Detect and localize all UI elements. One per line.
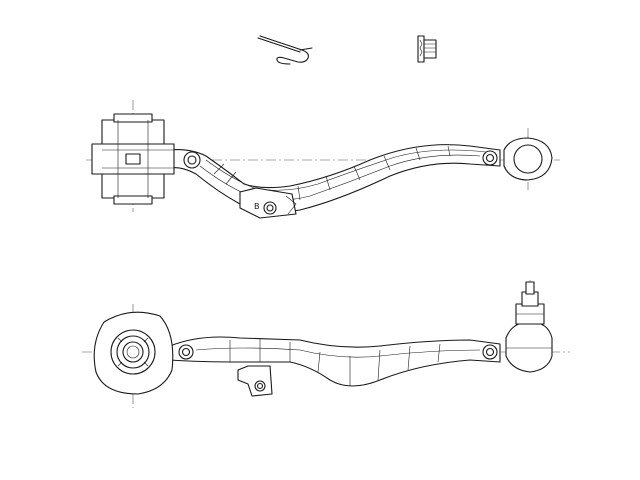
bushing-top <box>91 113 175 205</box>
self-locking-nut <box>417 35 437 63</box>
control-arm-side <box>169 336 501 387</box>
retaining-clip <box>257 35 313 65</box>
ball-joint-top <box>503 137 553 181</box>
pivot-eye-outer-side <box>482 344 498 360</box>
ball-joint-side <box>505 281 553 373</box>
bracket-mark: B <box>254 202 260 211</box>
pivot-eye-inner-top <box>183 151 201 169</box>
bracket-side <box>237 365 273 397</box>
pivot-eye-inner-side <box>178 344 194 360</box>
control-arm-top <box>167 144 501 213</box>
bracket-top: B <box>239 187 297 219</box>
side-view <box>82 280 570 408</box>
bushing-side <box>93 311 174 395</box>
top-view: B <box>86 100 560 219</box>
pivot-eye-outer-top <box>482 150 498 166</box>
